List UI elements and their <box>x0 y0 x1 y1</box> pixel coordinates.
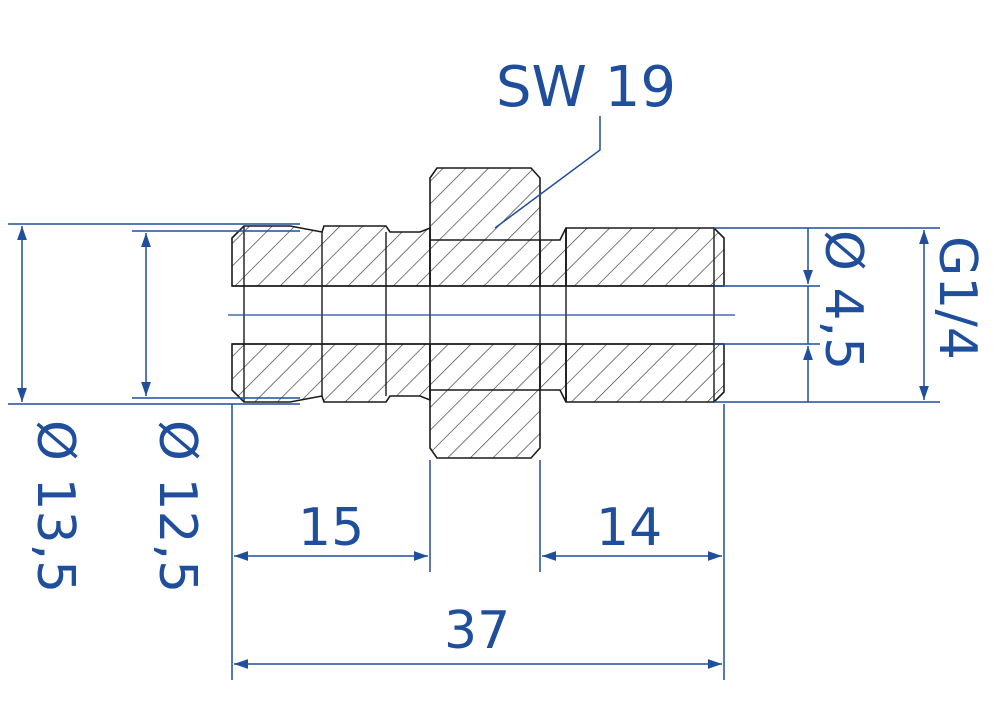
label-sw19: SW 19 <box>496 55 676 120</box>
fitting-section <box>231 167 725 459</box>
hex-upper <box>429 167 541 287</box>
label-diameter-13-5: Ø 13,5 <box>25 420 85 593</box>
dimension-lines <box>8 116 940 680</box>
barb-upper-wall <box>231 225 431 287</box>
label-diameter-12-5: Ø 12,5 <box>147 420 207 593</box>
label-length-37: 37 <box>444 601 510 661</box>
hex-lower <box>429 343 541 459</box>
neck-upper <box>539 227 567 287</box>
label-length-14: 14 <box>596 498 662 558</box>
label-thread-g14: G1/4 <box>927 236 987 360</box>
sw19-leader <box>494 116 601 229</box>
neck-lower <box>539 343 567 403</box>
label-length-15: 15 <box>298 498 364 558</box>
thread-lower-wall <box>565 343 725 403</box>
barb-lower-wall <box>231 343 431 403</box>
label-bore-4-5: Ø 4,5 <box>813 230 873 370</box>
thread-upper-wall <box>565 227 725 287</box>
